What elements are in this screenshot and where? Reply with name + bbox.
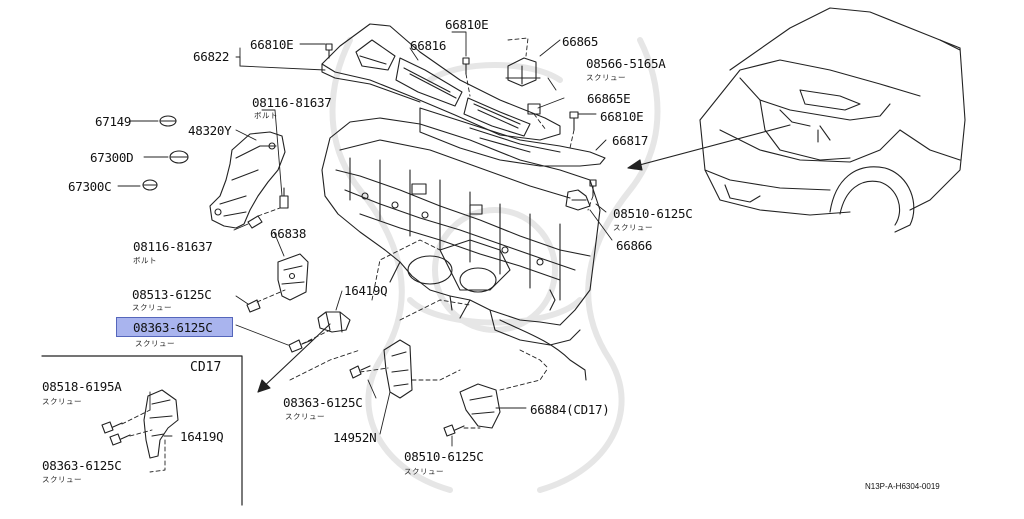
inset-bracket [144, 390, 178, 458]
vehicle-outline [700, 8, 965, 232]
sublabel-08116-a: ボルト [254, 111, 278, 120]
label-67300d: 67300D [90, 150, 134, 165]
cowl-lower-panel [420, 108, 605, 166]
leader-lines [118, 32, 612, 446]
sublabel-08363-highlighted: スクリュー [135, 339, 175, 348]
bracket-14952N [384, 340, 412, 398]
label-08116-b: 08116-81637 [133, 239, 213, 254]
label-48320y: 48320Y [188, 123, 232, 138]
label-66816: 66816 [410, 38, 447, 53]
label-66866: 66866 [616, 238, 653, 253]
sublabel-08116-b: ボルト [133, 256, 157, 265]
sublabel-08510-b: スクリュー [404, 467, 444, 476]
label-66884: 66884(CD17) [530, 402, 610, 417]
sublabel-08510-a: スクリュー [613, 223, 653, 232]
sublabel-08363-b: スクリュー [285, 412, 325, 421]
label-08363-highlighted[interactable]: 08363-6125C [116, 317, 233, 337]
label-67149: 67149 [95, 114, 132, 129]
label-66838: 66838 [270, 226, 307, 241]
label-08510-b: 08510-6125C [404, 449, 484, 464]
sublabel-08518: スクリュー [42, 397, 82, 406]
label-66817: 66817 [612, 133, 649, 148]
sublabel-08566: スクリュー [586, 73, 626, 82]
label-08363-inset: 08363-6125C [42, 458, 122, 473]
bracket-66838 [278, 254, 308, 300]
label-66865: 66865 [562, 34, 599, 49]
label-67300c: 67300C [68, 179, 112, 194]
label-08566: 08566-5165A [586, 56, 666, 71]
label-66865e: 66865E [587, 91, 631, 106]
reference-code: N13P-A-H6304-0019 [865, 482, 940, 491]
clamp-16419Q [318, 312, 350, 332]
label-66810e-c: 66810E [600, 109, 644, 124]
side-bracket-48320Y [210, 132, 285, 228]
bracket-66866 [566, 190, 590, 210]
label-08363-b: 08363-6125C [283, 395, 363, 410]
label-08510-a: 08510-6125C [613, 206, 693, 221]
fasteners [102, 44, 596, 445]
label-66810e-b: 66810E [445, 17, 489, 32]
label-14952n: 14952N [333, 430, 377, 445]
inset-box [42, 356, 242, 505]
sublabel-08513: スクリュー [132, 303, 172, 312]
sublabel-08363-inset: スクリュー [42, 475, 82, 484]
label-08116-a: 08116-81637 [252, 95, 332, 110]
label-16419q: 16419Q [344, 283, 388, 298]
label-66810e-a: 66810E [250, 37, 294, 52]
guide-lines [122, 38, 593, 472]
cowl-top-panel [322, 24, 560, 140]
dash-panel [322, 118, 600, 380]
label-66822: 66822 [193, 49, 230, 64]
pointer-arrows [258, 125, 790, 392]
label-16419q-inset: 16419Q [180, 429, 224, 444]
inset-title: CD17 [190, 360, 222, 375]
bracket-66865 [506, 58, 540, 86]
label-08513: 08513-6125C [132, 287, 212, 302]
bracket-66884 [460, 384, 500, 428]
label-08518: 08518-6195A [42, 379, 122, 394]
